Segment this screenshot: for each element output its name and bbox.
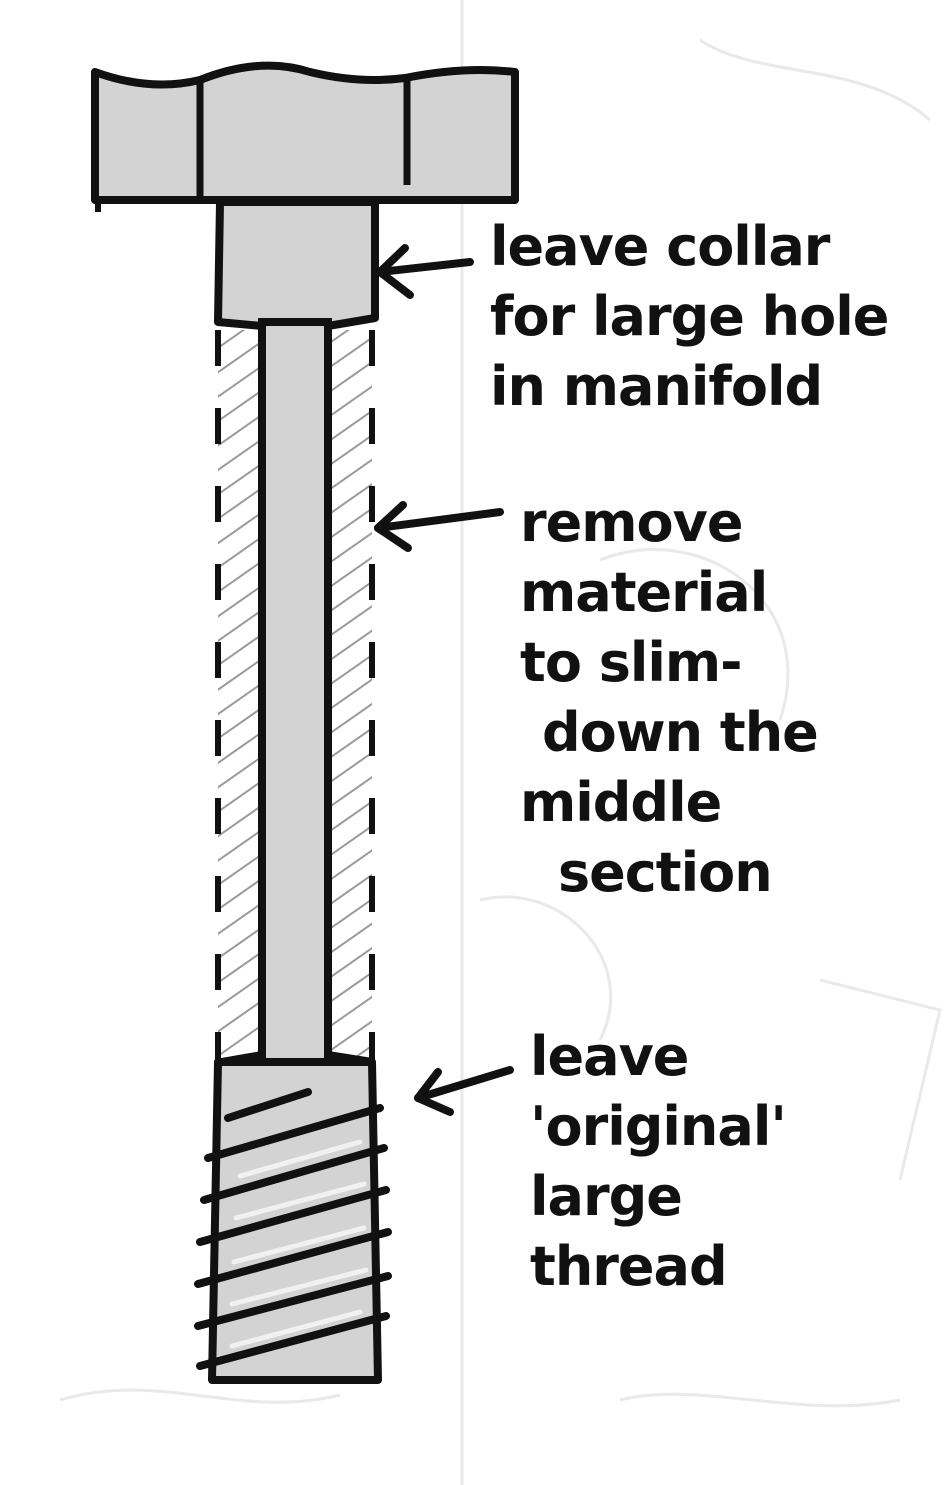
collar bbox=[214, 198, 379, 330]
arrow-remove bbox=[374, 501, 504, 552]
background-pencil-marks bbox=[59, 0, 942, 1485]
slim-shank bbox=[221, 318, 373, 1068]
note-line: material bbox=[520, 561, 768, 624]
note-line: in manifold bbox=[490, 355, 823, 418]
threaded-end bbox=[194, 1058, 392, 1384]
note-line: 'original' bbox=[530, 1095, 787, 1158]
note-remove-material: remove material to slim- down the middle… bbox=[520, 488, 819, 908]
note-line: section bbox=[558, 841, 773, 904]
note-line: to slim- bbox=[520, 631, 743, 694]
bolt-head bbox=[91, 61, 519, 212]
note-line: middle bbox=[520, 771, 722, 834]
note-leave-thread: leave 'original' large thread bbox=[530, 1022, 787, 1302]
note-line: large bbox=[530, 1165, 683, 1228]
note-line: thread bbox=[530, 1235, 728, 1298]
note-line: down the bbox=[542, 701, 819, 764]
note-line: leave collar bbox=[490, 215, 830, 278]
arrow-thread bbox=[414, 1066, 514, 1116]
note-line: leave bbox=[530, 1025, 689, 1088]
note-line: for large hole bbox=[490, 285, 889, 348]
note-line: remove bbox=[520, 491, 743, 554]
note-leave-collar: leave collar for large hole in manifold bbox=[490, 212, 889, 422]
removed-material bbox=[215, 330, 375, 1062]
arrow-collar bbox=[376, 244, 474, 299]
